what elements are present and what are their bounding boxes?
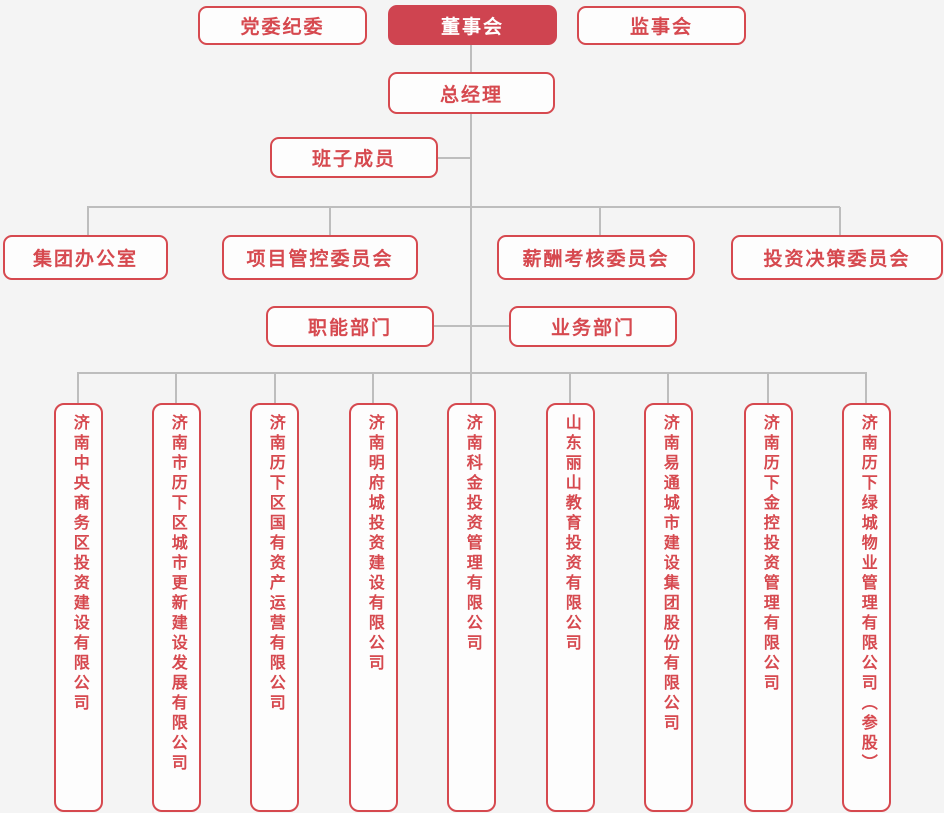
connector-board-to-gm	[470, 45, 472, 72]
org-node-label: 济南市历下区城市更新建设发展有限公司	[168, 414, 186, 774]
org-node-project-control-committee: 项目管控委员会	[222, 235, 418, 280]
org-node-label: 投资决策委员会	[763, 249, 911, 270]
org-node-label: 党委纪委	[240, 17, 325, 38]
connector-center-spine	[470, 114, 472, 374]
org-node-subsidiary-mingfucheng: 济南明府城投资建设有限公司	[349, 403, 398, 812]
org-node-label: 济南科金投资管理有限公司	[463, 414, 481, 654]
connector-spine-to-business	[471, 325, 509, 327]
connector-drop-subsidiary-2	[175, 373, 177, 403]
connector-drop-subsidiary-6	[569, 373, 571, 403]
connector-drop-committee-4	[839, 207, 841, 235]
connector-functional-to-spine	[434, 325, 471, 327]
connector-drop-subsidiary-8	[767, 373, 769, 403]
org-node-subsidiary-lishan-education: 山东丽山教育投资有限公司	[546, 403, 595, 812]
org-node-label: 班子成员	[311, 149, 396, 170]
connector-drop-subsidiary-4	[372, 373, 374, 403]
org-node-subsidiary-jinkong-investment: 济南历下金控投资管理有限公司	[744, 403, 793, 812]
org-node-supervisory-board: 监事会	[577, 6, 746, 45]
org-node-subsidiary-cbd-investment: 济南中央商务区投资建设有限公司	[54, 403, 103, 812]
connector-drop-subsidiary-7	[667, 373, 669, 403]
org-node-team-members: 班子成员	[270, 137, 438, 178]
org-node-label: 济南历下绿城物业管理有限公司（参股）	[858, 414, 876, 774]
connector-drop-subsidiary-1	[77, 373, 79, 403]
org-node-board-of-directors: 董事会	[388, 5, 557, 45]
org-node-label: 济南明府城投资建设有限公司	[365, 414, 383, 674]
org-node-subsidiary-yitong-construction: 济南易通城市建设集团股份有限公司	[644, 403, 693, 812]
org-node-label: 集团办公室	[32, 249, 138, 270]
org-node-subsidiary-urban-renewal: 济南市历下区城市更新建设发展有限公司	[152, 403, 201, 812]
org-node-subsidiary-kejin-investment: 济南科金投资管理有限公司	[447, 403, 496, 812]
org-node-general-manager: 总经理	[388, 72, 555, 114]
org-node-business-departments: 业务部门	[509, 306, 677, 347]
org-node-label: 济南历下区国有资产运营有限公司	[266, 414, 284, 714]
org-node-label: 职能部门	[307, 318, 392, 339]
connector-drop-committee-1	[87, 207, 89, 235]
connector-committee-rail	[87, 206, 840, 208]
connector-drop-subsidiary-3	[274, 373, 276, 403]
connector-team-to-spine	[438, 157, 472, 159]
org-node-label: 薪酬考核委员会	[522, 249, 670, 270]
org-node-compensation-assessment-committee: 薪酬考核委员会	[497, 235, 695, 280]
org-node-subsidiary-state-assets: 济南历下区国有资产运营有限公司	[250, 403, 299, 812]
org-node-label: 山东丽山教育投资有限公司	[562, 414, 580, 654]
org-node-group-office: 集团办公室	[3, 235, 168, 280]
org-node-label: 董事会	[440, 16, 504, 38]
org-node-label: 济南中央商务区投资建设有限公司	[70, 414, 88, 714]
org-node-label: 监事会	[629, 17, 693, 38]
org-node-label: 济南易通城市建设集团股份有限公司	[660, 414, 678, 734]
connector-subsidiary-rail	[77, 372, 867, 374]
org-node-functional-departments: 职能部门	[266, 306, 434, 347]
org-node-label: 济南历下金控投资管理有限公司	[760, 414, 778, 694]
connector-drop-subsidiary-9	[865, 373, 867, 403]
connector-drop-committee-3	[599, 207, 601, 235]
connector-drop-subsidiary-5	[470, 373, 472, 403]
connector-drop-committee-2	[329, 207, 331, 235]
org-node-subsidiary-lvcheng-property: 济南历下绿城物业管理有限公司（参股）	[842, 403, 891, 812]
org-node-investment-decision-committee: 投资决策委员会	[731, 235, 943, 280]
org-node-party-discipline-committee: 党委纪委	[198, 6, 367, 45]
org-node-label: 项目管控委员会	[246, 249, 394, 270]
org-node-label: 总经理	[439, 84, 503, 106]
org-node-label: 业务部门	[550, 318, 635, 339]
